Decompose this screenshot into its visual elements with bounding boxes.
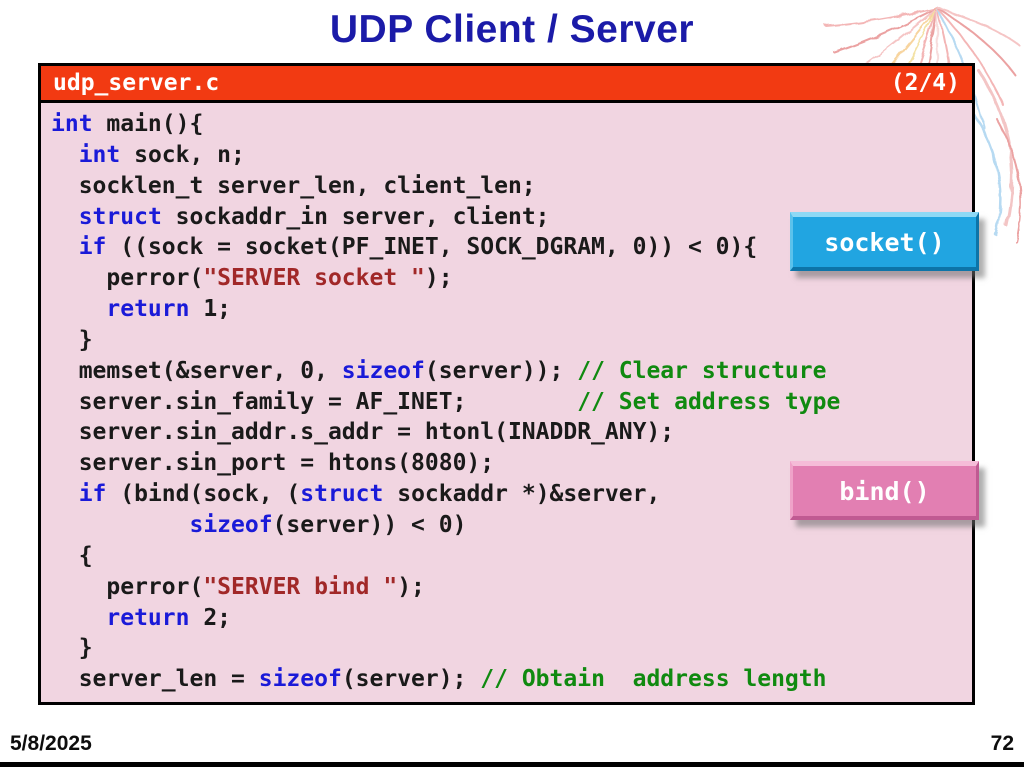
code-line: perror("SERVER socket "); — [51, 265, 453, 292]
code-panel-header: udp_server.c (2/4) — [41, 66, 972, 103]
code-line: memset(&server, 0, sizeof(server)); // C… — [51, 357, 827, 384]
code-line: server.sin_family = AF_INET; // Set addr… — [51, 388, 841, 415]
code-line: sizeof(server)) < 0) — [189, 511, 467, 538]
footer-date: 5/8/2025 — [10, 732, 92, 755]
footer-page-number: 72 — [990, 732, 1014, 755]
slide-title: UDP Client / Server — [329, 8, 695, 51]
code-line: int sock, n; — [78, 141, 245, 168]
socket-callout: socket() — [790, 212, 979, 271]
filename-label: udp_server.c — [53, 70, 220, 96]
code-line: if (bind(sock, (struct sockaddr *)&serve… — [78, 481, 661, 508]
code-line: socklen_t server_len, client_len; — [51, 172, 536, 199]
code-line: } — [51, 326, 93, 353]
code-line: return 1; — [106, 296, 232, 323]
code-panel: udp_server.c (2/4) int main(){ int sock,… — [38, 63, 975, 705]
page-indicator: (2/4) — [890, 70, 960, 96]
code-line: int main(){ — [51, 111, 204, 137]
code-lines: int main(){ int sock, n; socklen_t serve… — [41, 103, 972, 695]
code-line: } — [51, 635, 93, 662]
socket-callout-label: socket() — [824, 227, 945, 257]
code-line: server.sin_addr.s_addr = htonl(INADDR_AN… — [51, 419, 675, 446]
code-line: struct sockaddr_in server, client; — [78, 203, 550, 230]
bottom-bar — [0, 762, 1024, 767]
bind-callout-label: bind() — [839, 476, 930, 506]
code-line: perror("SERVER bind "); — [51, 573, 425, 600]
bind-callout: bind() — [790, 461, 979, 520]
code-line: server_len = sizeof(server); // Obtain a… — [51, 666, 827, 693]
code-line: return 2; — [106, 604, 232, 631]
code-line: { — [51, 542, 93, 569]
code-line: if ((sock = socket(PF_INET, SOCK_DGRAM, … — [78, 234, 758, 261]
code-line: server.sin_port = htons(8080); — [51, 450, 495, 477]
